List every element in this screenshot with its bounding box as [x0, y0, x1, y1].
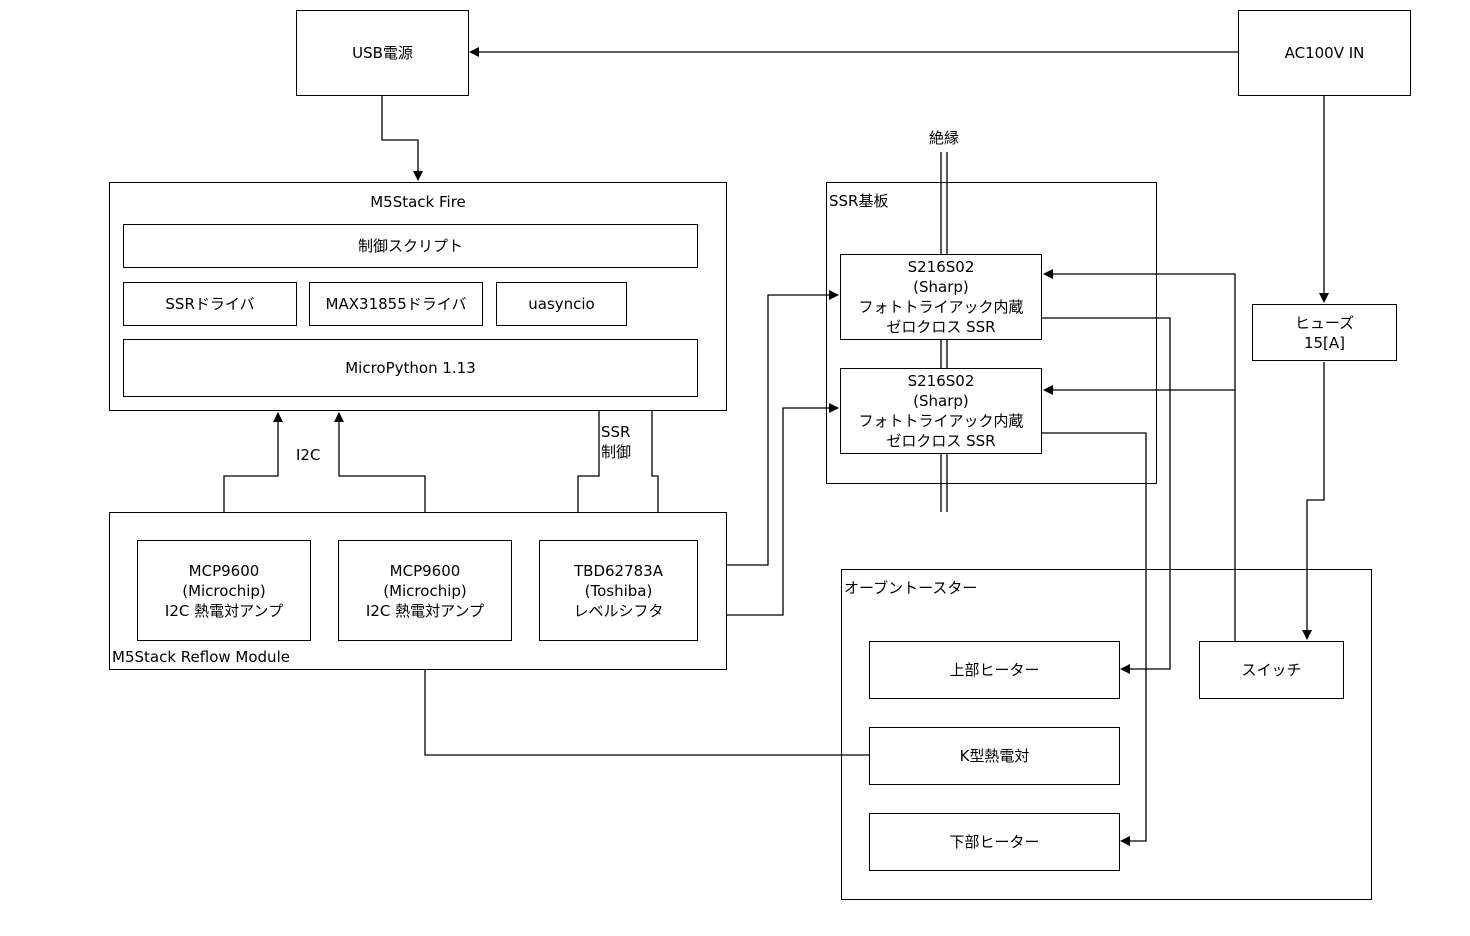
ac-in-box: AC100V IN — [1238, 10, 1411, 96]
edge-fire-to-shifter-1 — [573, 411, 600, 539]
upper-heater-label: 上部ヒーター — [949, 661, 1040, 679]
amp1-label: MCP9600 (Microchip) I2C 熱電対アンプ — [164, 561, 284, 620]
oven-label: オーブントースター — [844, 579, 978, 597]
edge-switch-to-ssr1 — [1043, 269, 1236, 641]
control-script-label: 制御スクリプト — [357, 237, 463, 255]
control-script-box: 制御スクリプト — [123, 224, 698, 268]
fuse-label: ヒューズ 15[A] — [1294, 313, 1355, 352]
amp2-label: MCP9600 (Microchip) I2C 熱電対アンプ — [365, 561, 485, 620]
edge-shifter-to-ssr1 — [698, 290, 839, 566]
switch-label: スイッチ — [1241, 661, 1302, 679]
usb-power-label: USB電源 — [352, 44, 413, 62]
edge-thermocouple-to-amp2 — [420, 642, 869, 756]
ssr1-box: S216S02 (Sharp) フォトトライアック内蔵 ゼロクロス SSR — [840, 254, 1042, 340]
amp2-box: MCP9600 (Microchip) I2C 熱電対アンプ — [338, 540, 512, 641]
ssr-driver-label: SSRドライバ — [165, 295, 255, 313]
lower-heater-label: 下部ヒーター — [949, 833, 1040, 851]
amp1-box: MCP9600 (Microchip) I2C 熱電対アンプ — [137, 540, 311, 641]
edge-usb-to-fire — [381, 96, 423, 181]
edge-ssr2-to-lower-heater — [1042, 432, 1147, 846]
edge-amp1-to-fire — [223, 412, 283, 540]
ssr-control-label: SSR 制御 — [601, 422, 632, 462]
oven-box: オーブントースター — [841, 569, 1372, 900]
ssr2-label: S216S02 (Sharp) フォトトライアック内蔵 ゼロクロス SSR — [858, 372, 1024, 450]
upper-heater-box: 上部ヒーター — [869, 641, 1120, 699]
ssr1-label: S216S02 (Sharp) フォトトライアック内蔵 ゼロクロス SSR — [858, 258, 1024, 336]
micropython-box: MicroPython 1.13 — [123, 339, 698, 397]
uasyncio-box: uasyncio — [496, 282, 627, 326]
isolation-label: 絶縁 — [929, 129, 960, 147]
edge-shifter-to-ssr2 — [698, 403, 839, 616]
lower-heater-box: 下部ヒーター — [869, 813, 1120, 871]
ssr-board-label: SSR基板 — [829, 192, 889, 210]
max-driver-box: MAX31855ドライバ — [309, 282, 483, 326]
edge-fire-to-shifter-2 — [651, 411, 663, 539]
switch-box: スイッチ — [1199, 641, 1344, 699]
uasyncio-label: uasyncio — [528, 295, 595, 313]
ssr2-box: S216S02 (Sharp) フォトトライアック内蔵 ゼロクロス SSR — [840, 368, 1042, 454]
micropython-label: MicroPython 1.13 — [345, 359, 476, 377]
fuse-box: ヒューズ 15[A] — [1252, 304, 1397, 361]
level-shifter-label: TBD62783A (Toshiba) レベルシフタ — [573, 561, 664, 620]
thermocouple-box: K型熱電対 — [869, 727, 1120, 785]
edge-amp2-to-fire — [334, 412, 426, 540]
ssr-driver-box: SSRドライバ — [123, 282, 297, 326]
reflow-module-label: M5Stack Reflow Module — [112, 648, 290, 666]
usb-power-box: USB電源 — [296, 10, 469, 96]
thermocouple-label: K型熱電対 — [959, 747, 1030, 765]
level-shifter-box: TBD62783A (Toshiba) レベルシフタ — [539, 540, 698, 641]
ac-in-label: AC100V IN — [1284, 44, 1365, 62]
i2c-label: I2C — [296, 446, 321, 464]
max-driver-label: MAX31855ドライバ — [325, 295, 467, 313]
m5stack-fire-label: M5Stack Fire — [370, 193, 466, 211]
ssr-board-box: SSR基板 — [826, 182, 1157, 484]
